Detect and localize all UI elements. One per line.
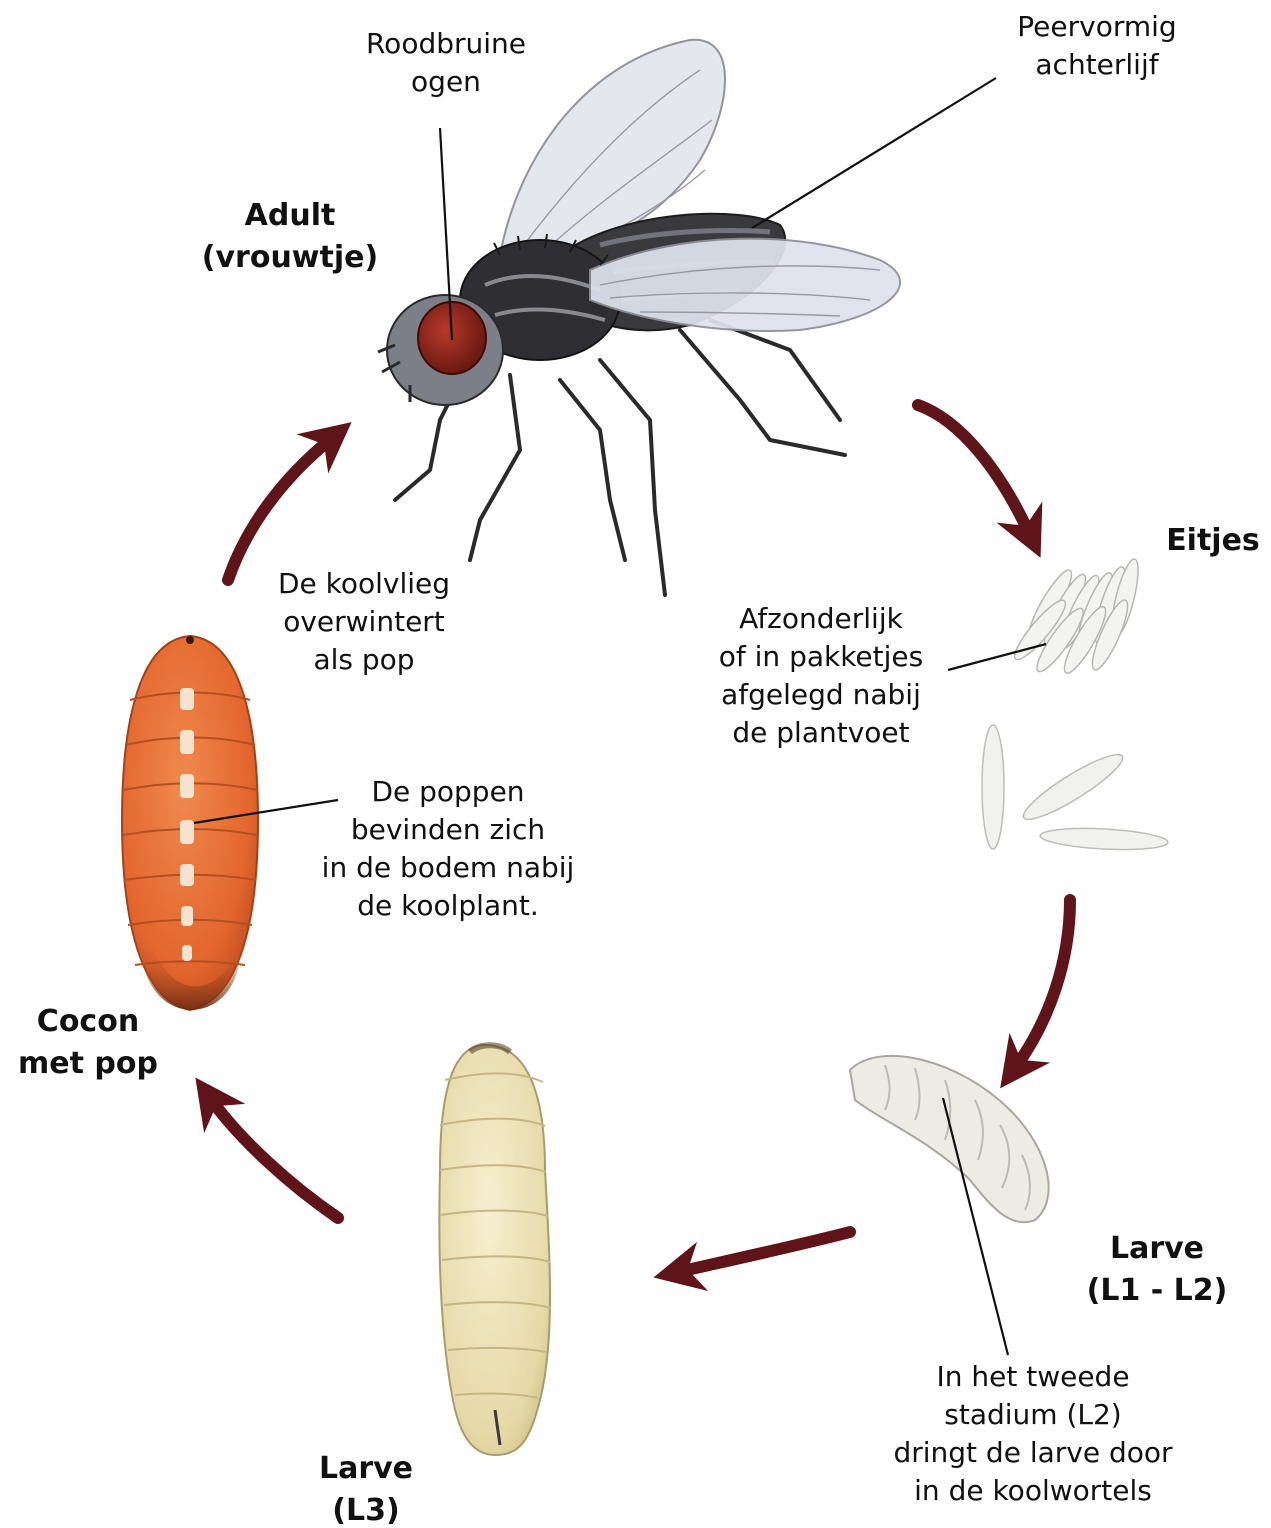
- stage-label-adult: Adult (vrouwtje): [185, 195, 395, 279]
- annotation-eyes: Roodbruine ogen: [336, 25, 556, 101]
- cocoon-pupa-illustration: [122, 636, 258, 1010]
- leader-eggs: [948, 644, 1046, 670]
- single-eggs-illustration: [982, 725, 1168, 852]
- arrow-eggs-to-larva-l1: [1015, 900, 1070, 1068]
- egg-cluster-illustration: [1009, 557, 1144, 677]
- annotation-overwinter: De koolvlieg overwintert als pop: [256, 565, 472, 679]
- annotation-abdomen: Peervormig achterlijf: [992, 8, 1202, 84]
- arrow-cocoon-to-adult: [228, 438, 332, 580]
- larva-l3-illustration: [439, 1045, 550, 1455]
- stage-label-eggs: Eitjes: [1158, 520, 1268, 562]
- adult-fly-illustration: [378, 40, 900, 595]
- stage-label-cocoon: Cocon met pop: [0, 1001, 176, 1085]
- arrow-larva-l3-to-cocoon: [210, 1098, 338, 1218]
- arrow-adult-to-eggs: [918, 405, 1030, 535]
- annotation-eggs-laid: Afzonderlijk of in pakketjes afgelegd na…: [690, 600, 952, 752]
- annotation-pupae-location: De poppen bevinden zich in de bodem nabi…: [296, 773, 600, 925]
- stage-label-larva-l1-l2: Larve (L1 - L2): [1072, 1228, 1242, 1312]
- leader-abdomen: [752, 78, 996, 228]
- larva-l1-l2-illustration: [850, 1056, 1049, 1222]
- stage-label-larva-l3: Larve (L3): [296, 1448, 436, 1528]
- annotation-larva-entry: In het tweede stadium (L2) dringt de lar…: [868, 1358, 1198, 1510]
- arrow-larva-l1-to-l3: [678, 1232, 850, 1272]
